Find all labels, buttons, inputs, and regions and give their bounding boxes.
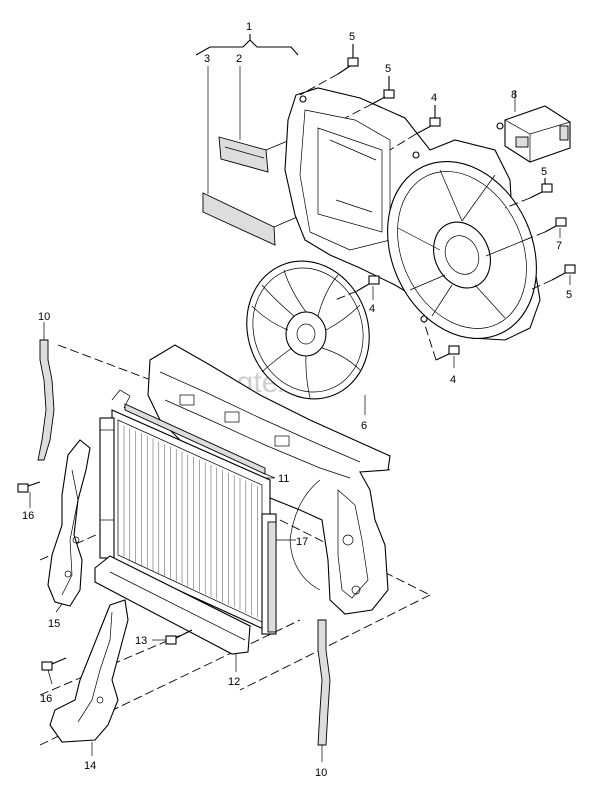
callout-8: 8	[511, 89, 517, 101]
callout-14: 14	[84, 760, 96, 772]
screw-5-second[interactable]	[344, 76, 395, 119]
seal-strip-10-right[interactable]	[317, 619, 331, 762]
callout-15: 15	[48, 618, 60, 630]
callout-16-upper: 16	[22, 510, 34, 522]
callout-leaders	[29, 477, 274, 756]
air-guide-14[interactable]	[49, 599, 129, 743]
callout-4-bottom: 4	[450, 374, 456, 386]
callout-6: 6	[361, 420, 367, 432]
fan-shroud[interactable]	[284, 87, 564, 363]
air-guide-11[interactable]	[124, 403, 276, 479]
callout-3: 3	[204, 53, 210, 65]
screw-4-bottom[interactable]	[423, 321, 460, 368]
callout-4-top: 4	[431, 92, 437, 104]
screw-5-right-top[interactable]	[504, 178, 553, 209]
callout-11: 11	[278, 473, 289, 485]
callout-13: 13	[135, 635, 147, 647]
callout-4-middle: 4	[369, 303, 375, 315]
screw-7[interactable]	[519, 217, 567, 243]
callout-17: 17	[296, 536, 308, 548]
callout-5-second: 5	[385, 63, 391, 75]
radiator-side-seal-17[interactable]	[267, 521, 296, 633]
callout-5-right-bottom: 5	[566, 289, 572, 301]
screw-16-lower[interactable]	[41, 657, 67, 671]
screw-5-top[interactable]	[299, 44, 359, 96]
screw-16-upper[interactable]	[17, 481, 41, 493]
callout-1: 1	[246, 21, 252, 33]
part-1-bracket	[195, 34, 299, 56]
callout-10-right: 10	[315, 767, 327, 779]
callout-12: 12	[228, 676, 240, 688]
screw-4-top[interactable]	[389, 105, 441, 151]
callout-10-left: 10	[38, 311, 50, 323]
air-guide-15[interactable]	[47, 439, 91, 607]
fan-control-unit[interactable]	[496, 90, 571, 163]
callout-2: 2	[236, 53, 242, 65]
screw-13[interactable]	[165, 629, 193, 645]
screw-4-middle[interactable]	[334, 275, 380, 301]
fan-assembly[interactable]	[228, 244, 389, 417]
screw-5-right-bottom[interactable]	[529, 264, 576, 291]
callout-5-top: 5	[349, 31, 355, 43]
seal-strip-2[interactable]	[218, 66, 291, 173]
air-guide-12[interactable]	[94, 555, 251, 670]
seal-strip-10-left[interactable]	[37, 322, 55, 461]
callout-7: 7	[556, 240, 562, 252]
callout-16-lower: 16	[40, 693, 52, 705]
callout-5-right-top: 5	[541, 166, 547, 178]
callout-labels: 1 2 3 5 5 4 8 5 7 5 4 4 6 10 11 17 16 15…	[22, 21, 572, 779]
